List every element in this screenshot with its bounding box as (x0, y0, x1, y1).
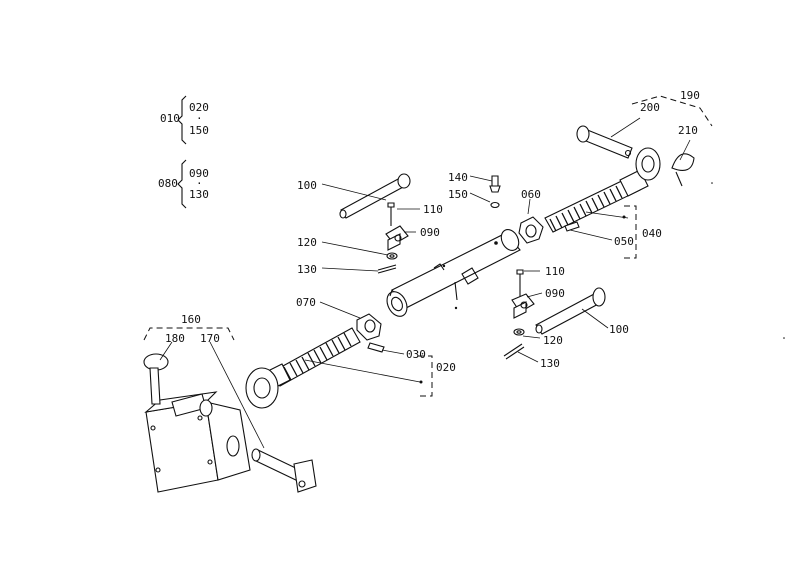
screw-rod-left-part (245, 327, 423, 409)
stray-dot (711, 182, 713, 184)
bolt-110-bottom-part (516, 269, 524, 298)
label-010[interactable]: 010 (160, 112, 180, 125)
label-090-bottom[interactable]: 090 (545, 287, 565, 300)
bracket-160-part (144, 391, 251, 493)
group-legend-010: 010 020 · 150 (160, 95, 209, 145)
label-020-in-group[interactable]: 020 (189, 101, 209, 114)
stray-dot (783, 337, 785, 339)
label-150[interactable]: 150 (448, 188, 468, 201)
label-180[interactable]: 180 (165, 332, 185, 345)
hitch-pin-210-part (671, 153, 695, 187)
label-100-top[interactable]: 100 (297, 179, 317, 192)
label-060[interactable]: 060 (521, 188, 541, 201)
pin-100-bottom-part (535, 287, 606, 335)
washer-120-bottom-part (513, 328, 525, 336)
label-120-top[interactable]: 120 (297, 236, 317, 249)
pin-100-top-part (339, 173, 411, 219)
clamp-090-top-part (385, 202, 409, 251)
label-090-in-group[interactable]: 090 (189, 167, 209, 180)
label-020[interactable]: 020 (436, 361, 456, 374)
group-brackets (143, 95, 713, 397)
label-150-in-group[interactable]: 150 (189, 124, 209, 137)
label-110-top[interactable]: 110 (423, 203, 443, 216)
brace-010 (177, 95, 187, 145)
label-group-sep-2: · (196, 177, 203, 190)
label-170[interactable]: 170 (200, 332, 220, 345)
label-100-bottom[interactable]: 100 (609, 323, 629, 336)
nut-070-part (356, 313, 382, 341)
label-040[interactable]: 040 (642, 227, 662, 240)
label-080[interactable]: 080 (158, 177, 178, 190)
clamp-090-bottom-part (511, 293, 535, 319)
label-group-sep-1: · (196, 112, 203, 125)
lynch-pin-180-part (143, 353, 169, 405)
label-090-top[interactable]: 090 (420, 226, 440, 239)
label-200[interactable]: 200 (640, 101, 660, 114)
screw-rod-right-part (544, 147, 661, 233)
pin-200-part (576, 125, 633, 159)
label-130-bottom[interactable]: 130 (540, 357, 560, 370)
pin-170-part (251, 448, 317, 493)
label-130-top[interactable]: 130 (297, 263, 317, 276)
group-legend-080: 080 090 · 130 (158, 159, 209, 209)
label-160[interactable]: 160 (181, 313, 201, 326)
cotter-130-top-part (377, 264, 397, 274)
leader-lines (159, 117, 691, 449)
nut-060-part (518, 216, 544, 244)
label-140[interactable]: 140 (448, 171, 468, 184)
label-120-bottom[interactable]: 120 (543, 334, 563, 347)
washer-120-top-part (386, 252, 398, 260)
label-070[interactable]: 070 (296, 296, 316, 309)
label-210[interactable]: 210 (678, 124, 698, 137)
part-labels: 100 110 090 120 130 140 150 060 050 040 … (165, 89, 700, 374)
label-190[interactable]: 190 (680, 89, 700, 102)
label-110-bottom[interactable]: 110 (545, 265, 565, 278)
center-tube-part (386, 228, 521, 317)
thread-right (549, 185, 623, 232)
label-050[interactable]: 050 (614, 235, 634, 248)
grease-nipple-140-part (489, 175, 501, 209)
brace-080 (177, 159, 187, 209)
label-030[interactable]: 030 (406, 348, 426, 361)
label-130-in-group[interactable]: 130 (189, 188, 209, 201)
cotter-130-bottom-part (503, 343, 525, 360)
